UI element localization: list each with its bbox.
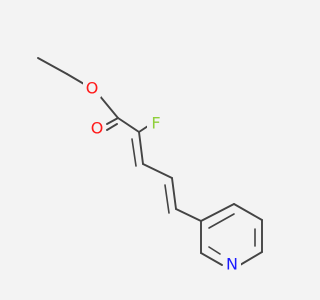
bond-ch3-ch2 (37, 57, 68, 75)
fluorine-label: F (151, 114, 160, 133)
bond-c4-c5 (171, 177, 177, 210)
bond-o-ether-c1 (98, 94, 119, 119)
nitrogen-label: N (226, 255, 238, 274)
bond-c4-c5-second (164, 184, 170, 214)
ring-bond-1 (200, 203, 235, 222)
ring-inner-bond-3 (208, 246, 221, 255)
bond-c1-o-carbonyl-b (106, 123, 118, 131)
fluorine-mask (147, 115, 163, 133)
bond-c2-c3 (138, 131, 144, 165)
structure-diagram: O O F N (37, 57, 263, 274)
bond-c3-c4 (142, 163, 173, 179)
nitrogen-mask (223, 256, 241, 274)
ring-bond-5 (200, 252, 223, 266)
bond-c5-ring (175, 208, 202, 222)
oxygen-carbonyl-label: O (91, 119, 104, 138)
bond-c1-c2 (117, 117, 140, 133)
molecule-canvas: O O F N (37, 57, 263, 274)
ring-bond-4 (239, 251, 263, 266)
bond-ch2-o-ether (66, 73, 85, 85)
oxygen-ether-label: O (86, 79, 99, 98)
ring-bond-2 (233, 203, 263, 221)
bond-c1-o-carbonyl-a (106, 117, 119, 125)
oxygen-carbonyl-mask (88, 120, 106, 138)
ring-inner-bond-1 (208, 213, 235, 229)
bond-c2-c3-second (131, 138, 137, 167)
oxygen-ether-mask (83, 80, 101, 98)
